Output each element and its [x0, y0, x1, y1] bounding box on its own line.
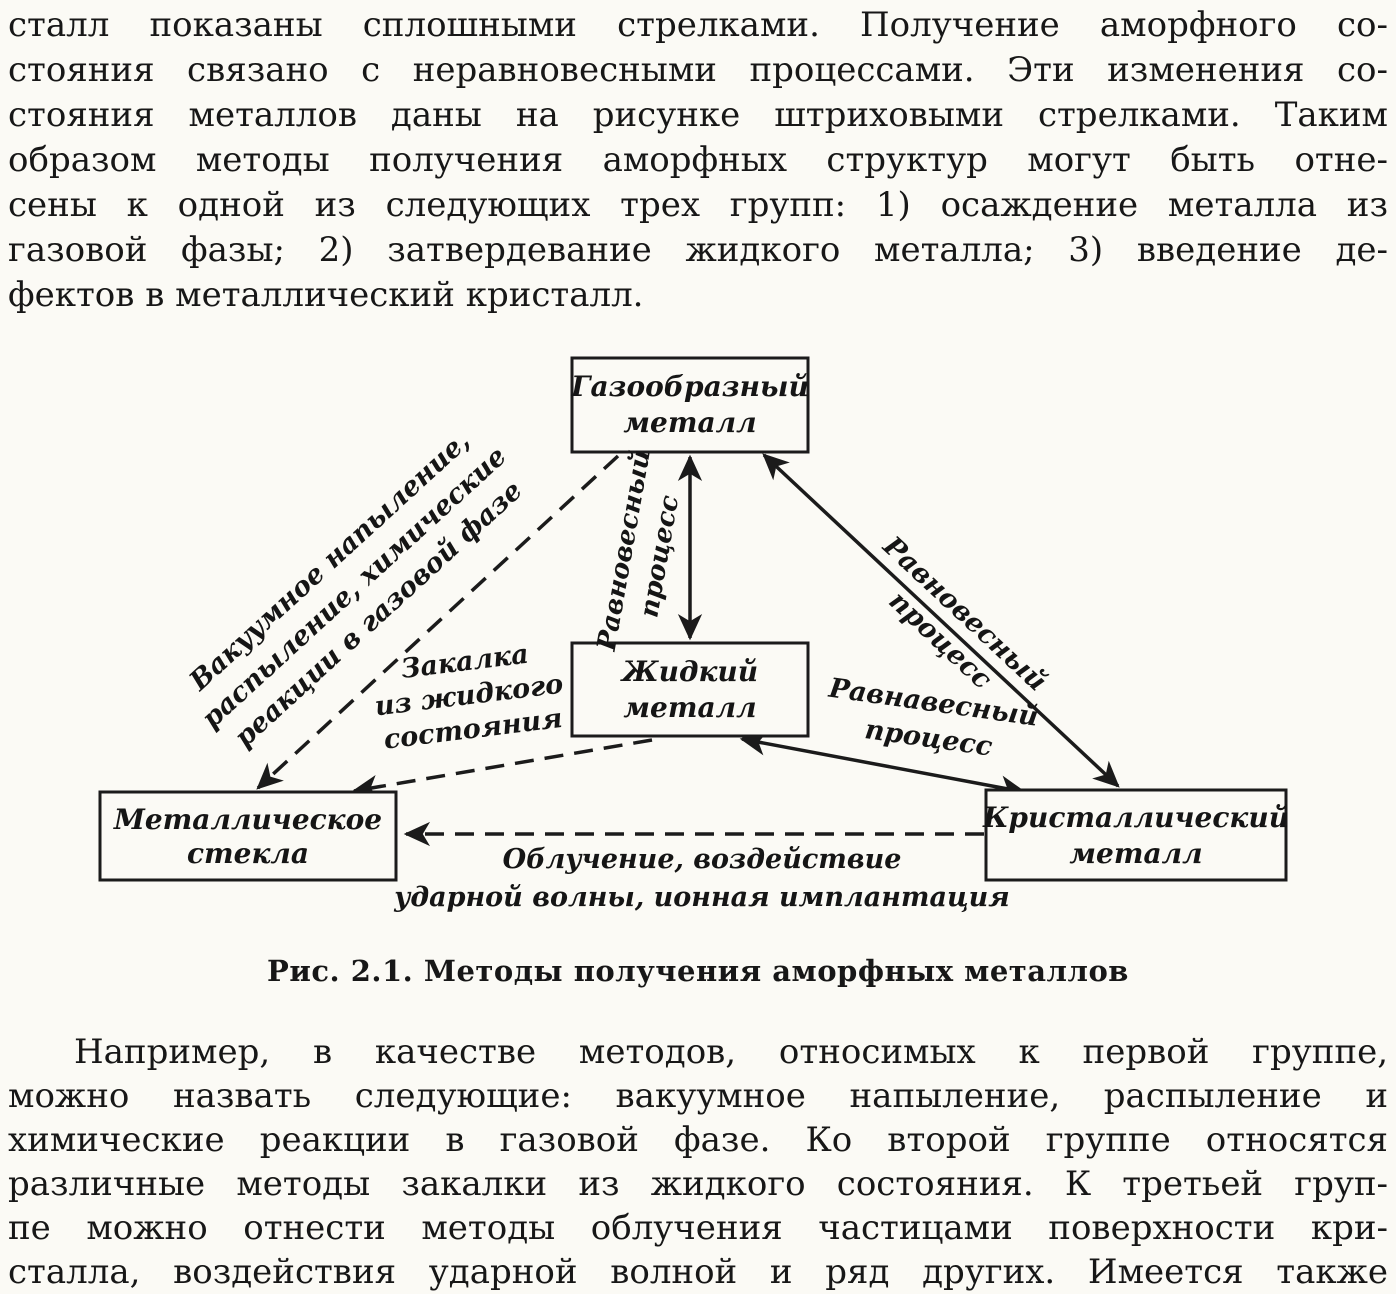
- box-crystalline-metal-line2: металл: [1069, 837, 1202, 870]
- text-line: газовой фазы; 2) затвердевание жидкого м…: [8, 230, 1388, 270]
- text-line: сталла, воздействия ударной волной и ряд…: [8, 1252, 1388, 1292]
- text-line: сталл показаны сплошными стрелками. Полу…: [8, 5, 1388, 45]
- box-liquid-metal-line2: металл: [623, 691, 756, 724]
- arrow-liquid-crystal-equilibrium: [739, 731, 1027, 800]
- arrow-liquid-to-glass: [351, 738, 653, 799]
- box-liquid-metal-line1: Жидкий: [620, 655, 758, 688]
- text-line: пе можно отнести методы облучения частиц…: [8, 1208, 1388, 1248]
- arrow-gas-crystal-equilibrium: [762, 453, 1120, 788]
- box-liquid-metal: [570, 641, 810, 738]
- label-gas-liquid-equilibrium: Равновесный процесс: [592, 447, 686, 654]
- box-gaseous-metal: [570, 356, 810, 454]
- box-metallic-glass-line1: Металлическое: [113, 803, 382, 836]
- figure-2-1: Газообразный металл Жидкий металл Металл…: [0, 342, 1396, 988]
- text-line: образом методы получения аморфных структ…: [8, 140, 1388, 180]
- text-line: сены к одной из следующих трех групп: 1)…: [8, 185, 1388, 225]
- label-liquid-crystal-equilibrium: Равнавесный процесс: [826, 673, 1040, 763]
- box-gaseous-metal-line1: Газообразный: [570, 370, 809, 403]
- text-line: стояния связано с неравновесными процесс…: [8, 50, 1388, 90]
- box-metallic-glass: [98, 790, 398, 882]
- text-line: можно назвать следующие: вакуумное напыл…: [8, 1076, 1388, 1116]
- label-irradiation-line1: Облучение, воздействие: [503, 844, 902, 875]
- text-line: химические реакции в газовой фазе. Ко вт…: [8, 1120, 1388, 1160]
- label-quench: Закалка из жидкого состояния: [373, 639, 565, 756]
- arrow-gas-to-glass: [256, 454, 620, 790]
- paragraph-top: сталл показаны сплошными стрелками. Полу…: [0, 0, 1396, 318]
- label-irradiation-line2: ударной волны, ионная имплантация: [393, 882, 1010, 913]
- text-line: фектов в металлический кристалл.: [8, 275, 644, 315]
- label-irradiation: Облучение, воздействие ударной волны, ио…: [393, 844, 1010, 913]
- figure-caption: Рис. 2.1. Методы получения аморфных мета…: [267, 954, 1129, 988]
- box-metallic-glass-line2: стекла: [187, 837, 309, 870]
- text-line: Например, в качестве методов, относимых …: [74, 1032, 1388, 1072]
- box-crystalline-metal: [984, 788, 1288, 882]
- text-line: стояния металлов даны на рисунке штрихов…: [8, 95, 1388, 135]
- figure-diagram: Газообразный металл Жидкий металл Металл…: [98, 356, 1289, 913]
- box-crystalline-metal-line1: Кристаллический: [982, 801, 1289, 834]
- text-line: различные методы закалки из жидкого сост…: [8, 1164, 1388, 1204]
- box-gaseous-metal-line2: металл: [623, 406, 756, 439]
- paragraph-bottom: Например, в качестве методов, относимых …: [0, 1030, 1396, 1294]
